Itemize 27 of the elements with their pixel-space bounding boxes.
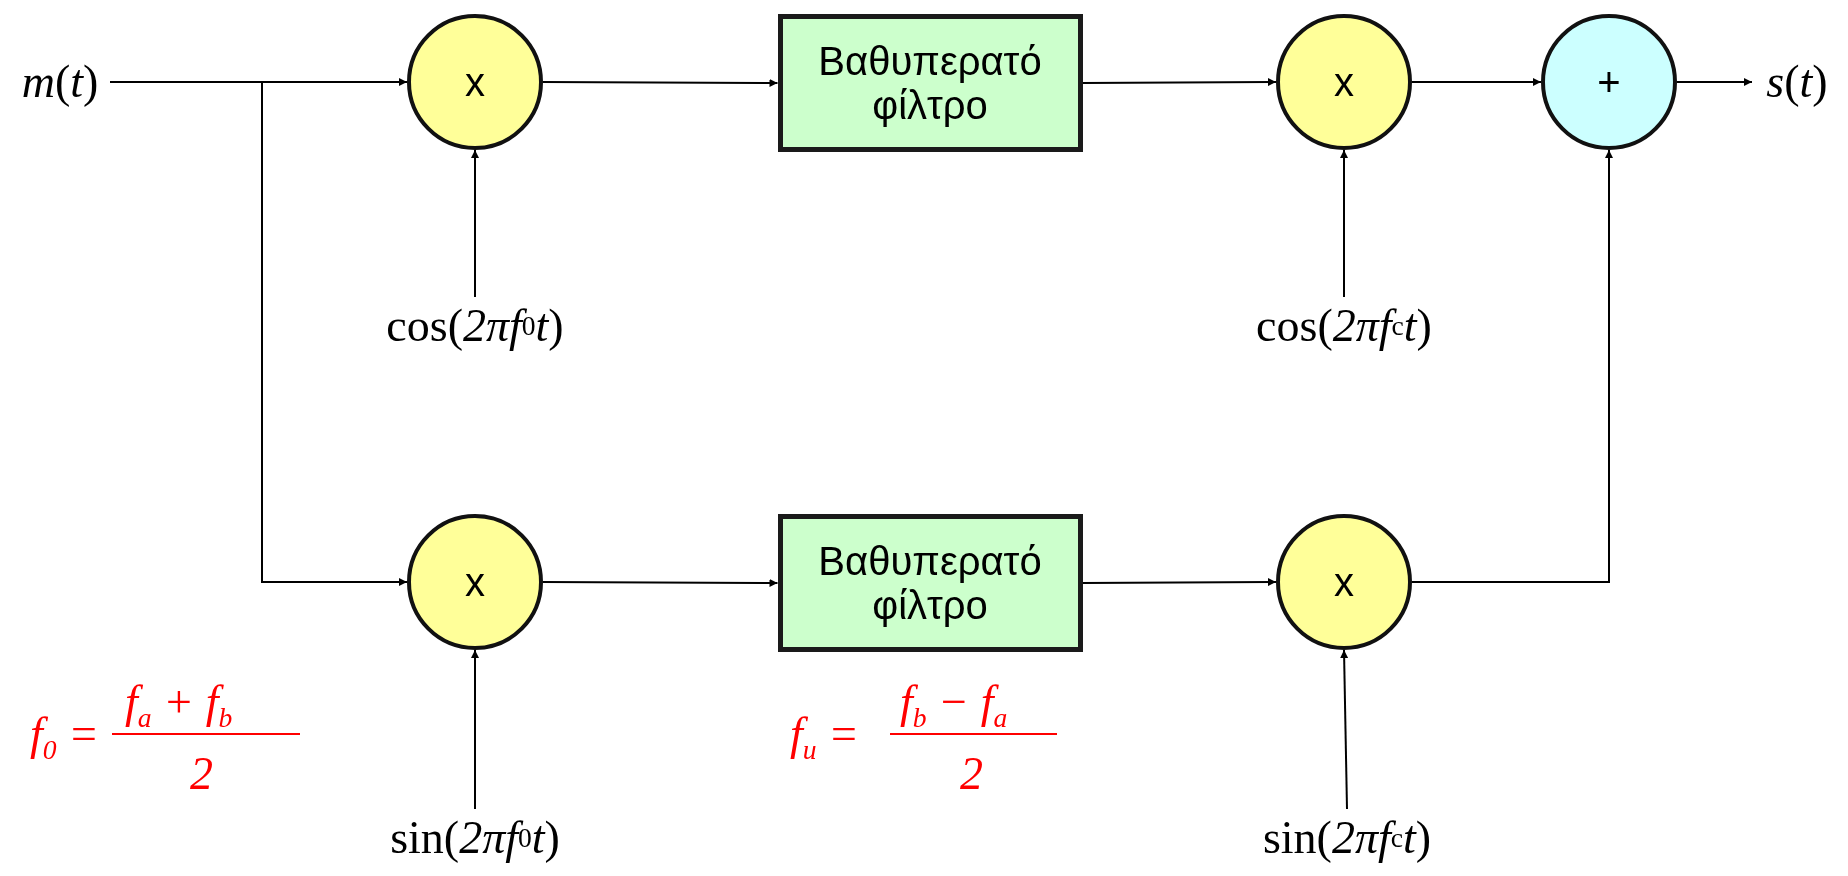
- arrow: [1340, 649, 1349, 810]
- multiplier-circle: x: [1276, 514, 1412, 650]
- multiplier-circle: x: [407, 14, 543, 150]
- arrow: [542, 578, 779, 587]
- formula-text: f$_{u}$ =: [790, 711, 860, 764]
- formula-text: 2: [960, 751, 983, 797]
- arrow: [471, 649, 479, 810]
- filter-box: Βαθυπερατό φίλτρο: [777, 14, 1083, 152]
- arrow: [1081, 578, 1277, 587]
- multiplier-circle: +: [1541, 14, 1677, 150]
- arrow: [1411, 78, 1542, 86]
- arrow: [1676, 78, 1753, 86]
- arrow: [471, 149, 479, 298]
- formula-text: f$_{a}$ + f$_{b}$: [125, 679, 233, 732]
- arrow: [542, 78, 779, 87]
- arrow: [1340, 149, 1348, 298]
- multiplier-circle: x: [1276, 14, 1412, 150]
- formula-text: f$_{b}$ − f$_{a}$: [900, 679, 1008, 732]
- arrow: [1411, 149, 1613, 583]
- formula-text: 2: [190, 751, 213, 797]
- filter-box: Βαθυπερατό φίλτρο: [777, 514, 1083, 652]
- signal-label: s(t): [1752, 54, 1842, 110]
- arrow: [1081, 78, 1277, 87]
- multiplier-circle: x: [407, 514, 543, 650]
- signal-label: m(t): [10, 54, 110, 110]
- formula-text: f$_{0}$ =: [30, 711, 100, 764]
- arrow: [109, 81, 408, 586]
